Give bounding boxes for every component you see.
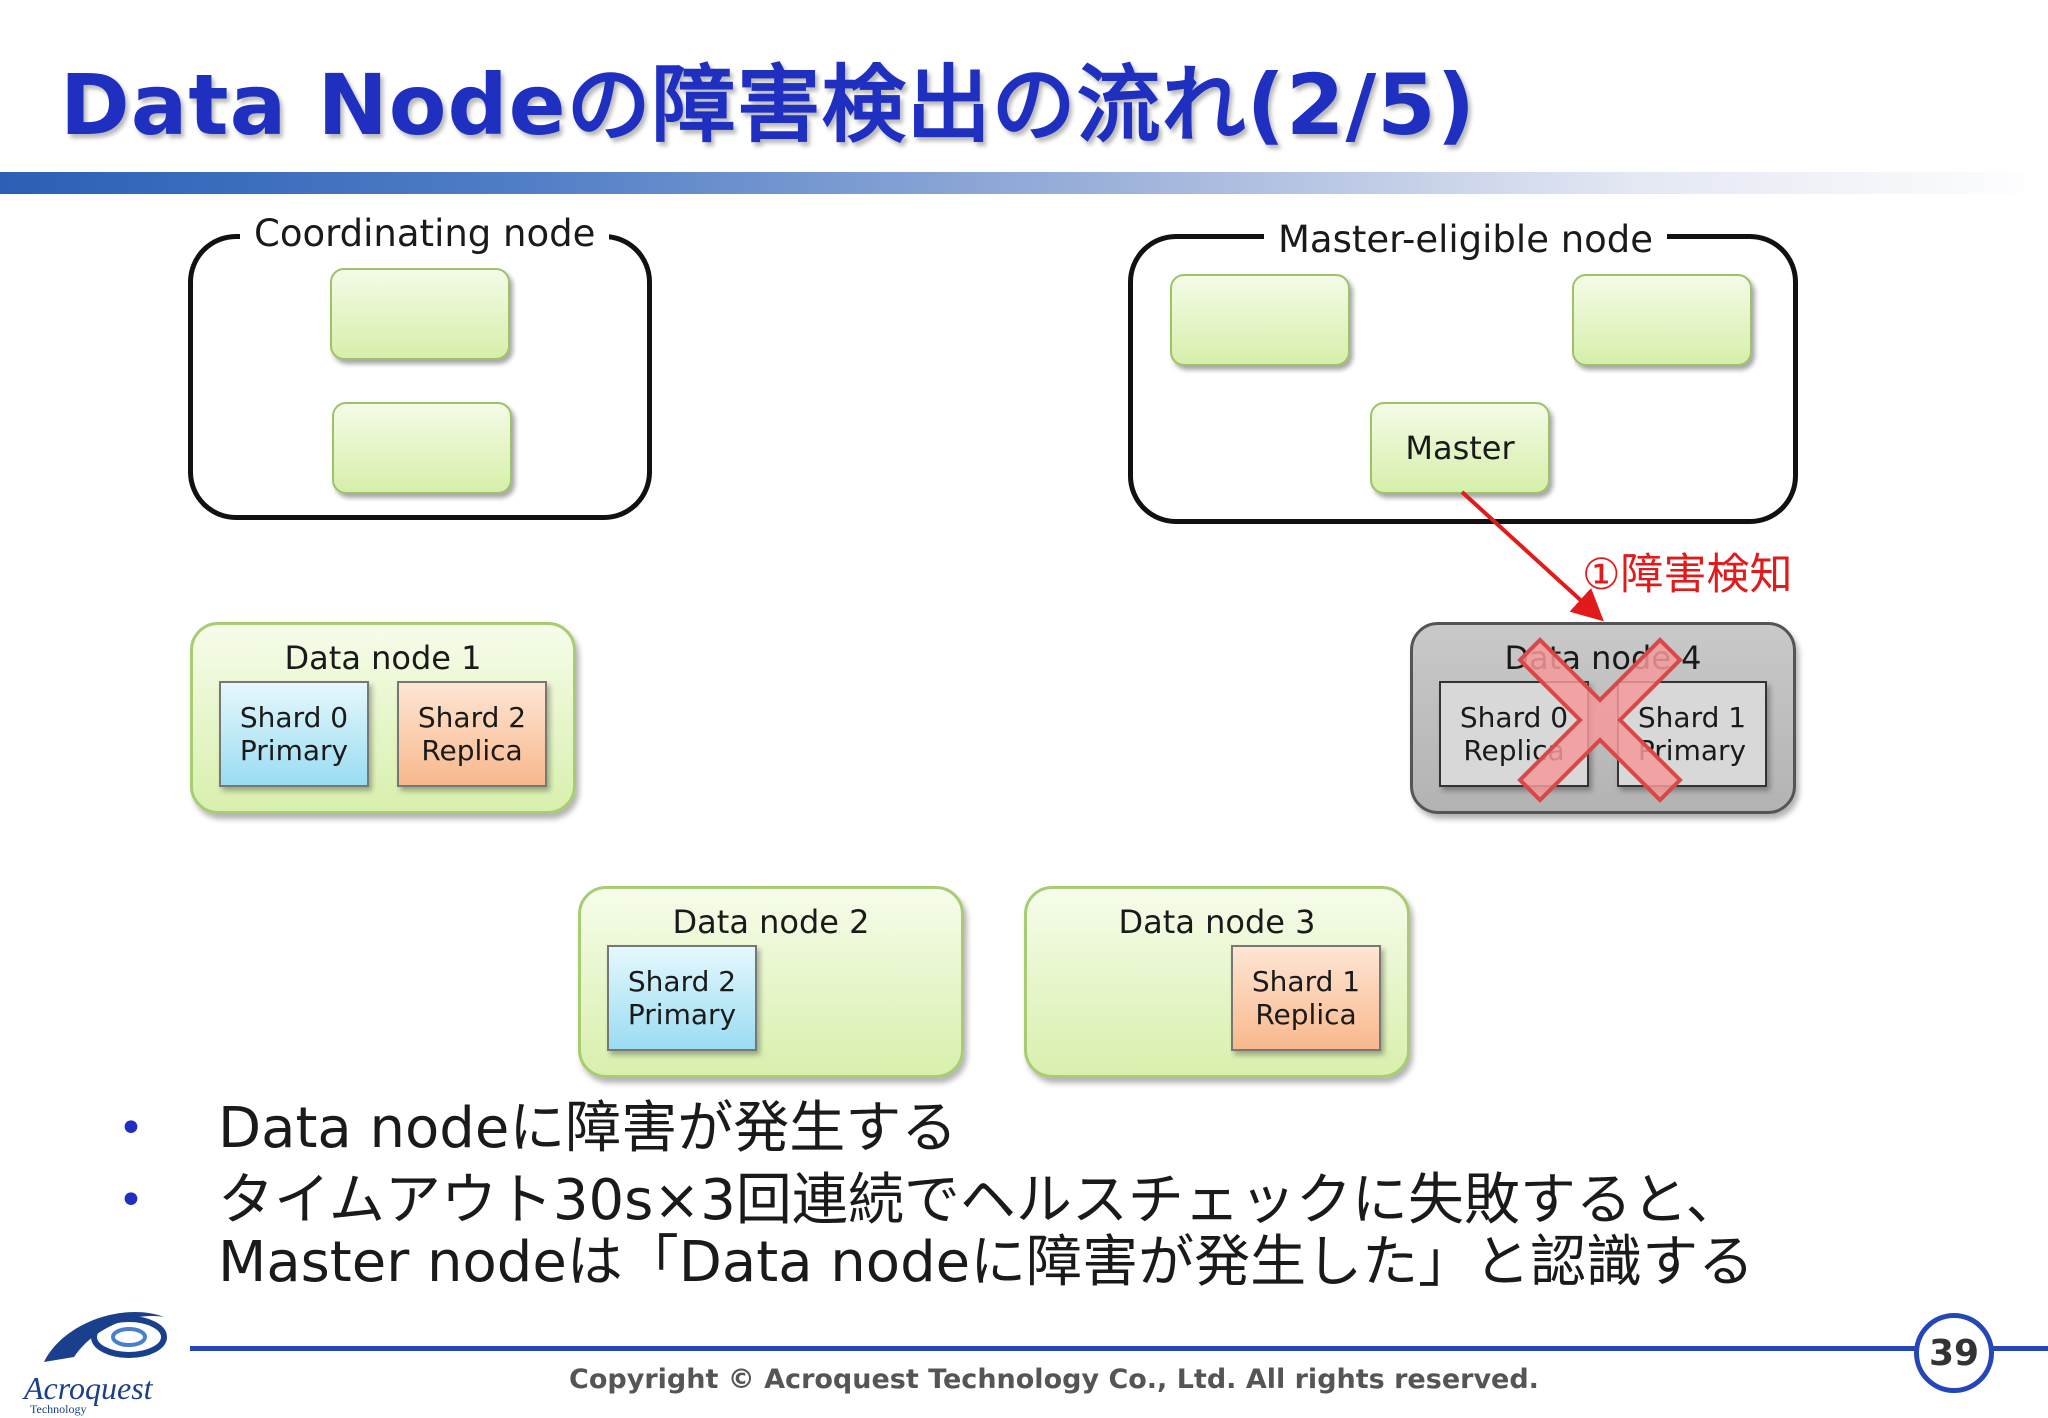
bullet-item: • タイムアウト30s×3回連続でヘルスチェックに失敗すると、 Master n… bbox=[118, 1170, 1754, 1294]
shard-role: Primary bbox=[627, 998, 737, 1031]
data-node-1: Data node 1 Shard 0 Primary Shard 2 Repl… bbox=[190, 622, 576, 814]
master-eligible-box-2 bbox=[1572, 274, 1752, 366]
bullet-text: Master nodeは「Data nodeに障害が発生した」と認識する bbox=[218, 1230, 1755, 1295]
page-number: 39 bbox=[1914, 1313, 1994, 1393]
logo-subtext: Technology bbox=[30, 1402, 87, 1416]
coordinating-node-box-1 bbox=[330, 268, 510, 360]
coordinating-node-label: Coordinating node bbox=[240, 212, 610, 256]
master-node-label: Master bbox=[1405, 429, 1515, 467]
failure-detection-label: ①障害検知 bbox=[1582, 550, 1793, 600]
shard-box: Shard 0 Primary bbox=[219, 681, 369, 787]
bullet-dot-icon: • bbox=[118, 1103, 144, 1154]
logo-text: Acroquest bbox=[24, 1370, 153, 1406]
shard-name: Shard 1 bbox=[1637, 701, 1747, 734]
shard-box: Shard 2 Replica bbox=[397, 681, 547, 787]
slide-title: Data Nodeの障害検出の流れ(2/5) bbox=[60, 56, 1476, 154]
logo-swirl-icon bbox=[44, 1312, 167, 1362]
shard-name: Shard 0 bbox=[1459, 701, 1569, 734]
failure-cross-icon bbox=[1517, 637, 1683, 803]
company-logo: Acroquest Technology bbox=[24, 1302, 184, 1416]
shard-name: Shard 1 bbox=[1251, 965, 1361, 998]
data-node-label: Data node 1 bbox=[284, 639, 482, 677]
coordinating-node-box-2 bbox=[332, 402, 512, 494]
master-eligible-node-label: Master-eligible node bbox=[1264, 218, 1668, 262]
shard-name: Shard 2 bbox=[417, 701, 527, 734]
shard-role: Primary bbox=[239, 734, 349, 767]
master-node-box: Master bbox=[1370, 402, 1550, 494]
bullet-item: • Data nodeに障害が発生する bbox=[118, 1098, 1754, 1160]
bullet-dot-icon: • bbox=[118, 1175, 144, 1226]
bullet-list: • Data nodeに障害が発生する • タイムアウト30s×3回連続でヘルス… bbox=[118, 1098, 1754, 1304]
data-node-2: Data node 2 Shard 2 Primary bbox=[578, 886, 964, 1078]
data-node-label: Data node 3 bbox=[1118, 903, 1316, 941]
copyright-text: Copyright © Acroquest Technology Co., Lt… bbox=[569, 1364, 1539, 1395]
shard-box: Shard 2 Primary bbox=[607, 945, 757, 1051]
bullet-text: Data nodeに障害が発生する bbox=[218, 1096, 958, 1161]
data-node-label: Data node 2 bbox=[672, 903, 870, 941]
shard-name: Shard 2 bbox=[627, 965, 737, 998]
data-node-3: Data node 3 Shard 1 Replica bbox=[1024, 886, 1410, 1078]
footer-divider-right bbox=[1992, 1346, 2048, 1351]
title-underline-bar bbox=[0, 172, 2048, 194]
master-eligible-box-1 bbox=[1170, 274, 1350, 366]
shard-role: Replica bbox=[421, 734, 523, 767]
shard-role: Replica bbox=[1255, 998, 1357, 1031]
bullet-text: タイムアウト30s×3回連続でヘルスチェックに失敗すると、 bbox=[218, 1168, 1742, 1233]
shard-name: Shard 0 bbox=[239, 701, 349, 734]
shard-box: Shard 1 Replica bbox=[1231, 945, 1381, 1051]
footer-divider bbox=[190, 1346, 1920, 1351]
